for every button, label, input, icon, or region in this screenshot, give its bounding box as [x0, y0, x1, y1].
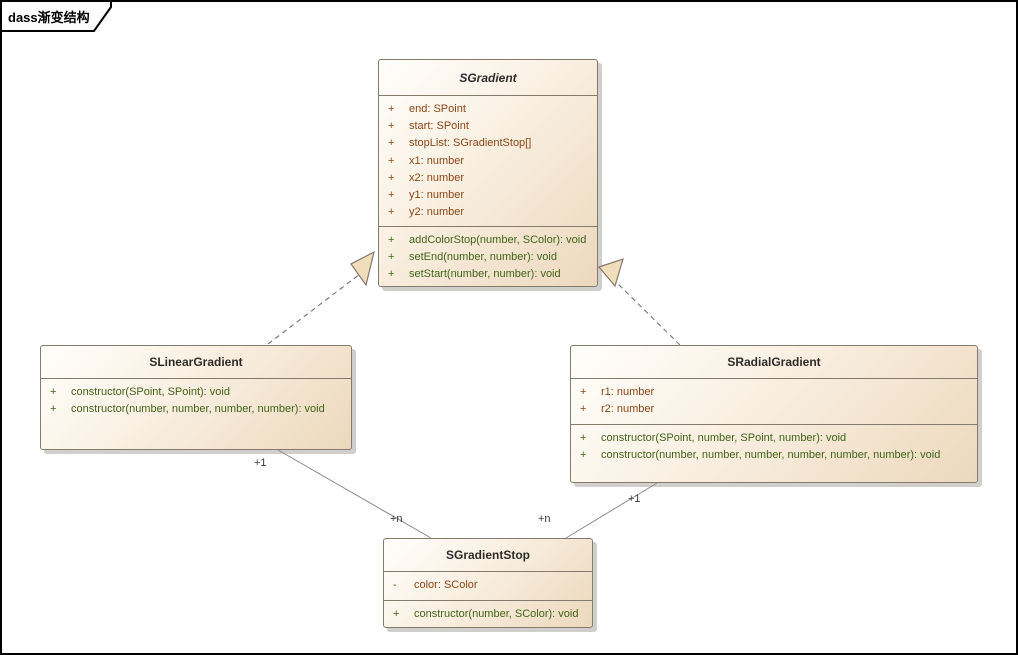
visibility-sign: + — [50, 403, 57, 416]
method-text: constructor(number, number, number, numb… — [601, 449, 941, 462]
method-row: + constructor(number, number, number, num… — [571, 447, 977, 464]
method-row: + addColorStop(number, SColor): void — [379, 232, 597, 249]
class-sradialgradient[interactable]: SRadialGradient +r1: number +r2: number … — [570, 345, 978, 483]
attribute-text: end: SPoint — [409, 103, 466, 115]
attribute-text: stopList: SGradientStop[] — [409, 137, 532, 150]
visibility-sign: + — [388, 154, 395, 167]
multiplicity-label: +1 — [254, 457, 267, 469]
method-text: constructor(SPoint, SPoint): void — [71, 386, 230, 398]
multiplicity-label: +n — [390, 513, 403, 525]
class-header: SRadialGradient — [571, 346, 977, 379]
attribute-text: color: SColor — [414, 579, 478, 591]
attribute-text: x1: number — [409, 154, 465, 167]
class-header: SLinearGradient — [41, 346, 351, 379]
attribute-row: - color: SColor — [384, 577, 592, 594]
visibility-sign: + — [388, 234, 395, 246]
generalization-arrowhead-icon — [350, 250, 375, 287]
attributes-compartment: + r1: number + r2: number — [571, 379, 977, 424]
attribute-row: + x2: number — [379, 170, 597, 187]
operations-compartment: + addColorStop(number, SColor): void + set… — [379, 226, 597, 287]
attribute-row: + end: SPoint — [379, 101, 597, 118]
visibility-sign: + — [580, 403, 587, 416]
visibility-sign: + — [580, 386, 587, 398]
visibility-sign: - — [393, 579, 397, 591]
frame-label: dass渐变结构 — [8, 10, 90, 25]
attribute-row: + start: SPoint — [379, 118, 597, 135]
visibility-sign: + — [388, 268, 395, 281]
attribute-text: r1: number — [601, 386, 655, 398]
attribute-row: + r2: number — [571, 401, 977, 418]
class-sgradientstop[interactable]: SGradientStop - color: SColor + constructo… — [383, 538, 593, 628]
method-text: constructor(number, SColor): void — [414, 608, 579, 620]
multiplicity-label: +1 — [628, 493, 641, 505]
method-row: + constructor(number, number, number, num… — [41, 401, 351, 418]
method-row: + constructor(SPoint, number, SPoint, num… — [571, 430, 977, 447]
method-text: constructor(SPoint, number, SPoint, numb… — [601, 432, 847, 444]
visibility-sign: + — [393, 608, 400, 620]
visibility-sign: + — [580, 449, 587, 462]
method-text: addColorStop(number, SColor): void — [409, 234, 587, 246]
class-sgradient[interactable]: SGradient + end: SPoint + start: SPoint + s… — [378, 59, 598, 287]
class-title: SRadialGradient — [727, 355, 821, 369]
association-slineargradient-sgradientstop[interactable] — [277, 449, 432, 539]
attributes-compartment: + end: SPoint + start: SPoint + stopList: S… — [379, 96, 597, 226]
operations-compartment: + constructor(SPoint, SPoint): void + cons… — [41, 379, 351, 450]
class-slineargradient[interactable]: SLinearGradient + constructor(SPoint, SPo… — [40, 345, 352, 450]
class-title: SLinearGradient — [149, 355, 243, 369]
attribute-row: + stopList: SGradientStop[] — [379, 135, 597, 152]
method-row: + constructor(SPoint, SPoint): void — [41, 384, 351, 401]
visibility-sign: + — [388, 137, 395, 150]
method-row: + setEnd(number, number): void — [379, 249, 597, 266]
method-text: constructor(number, number, number, numb… — [71, 403, 325, 416]
attribute-text: y1: number — [409, 189, 465, 202]
visibility-sign: + — [388, 206, 395, 219]
multiplicity-label: +n — [538, 513, 551, 525]
class-title: SGradientStop — [445, 548, 530, 562]
attribute-text: r2: number — [601, 403, 655, 416]
attribute-text: x2: number — [409, 171, 465, 184]
operations-compartment: + constructor(SPoint, number, SPoint, num… — [571, 424, 977, 483]
visibility-sign: + — [388, 251, 395, 264]
generalization-sradialgradient-sgradient[interactable] — [616, 282, 681, 346]
method-row: + constructor(number, SColor): void — [384, 606, 592, 623]
association-sradialgradient-sgradientstop[interactable] — [565, 482, 658, 539]
attribute-text: y2: number — [409, 206, 465, 219]
class-header: SGradient — [379, 60, 597, 96]
attributes-compartment: - color: SColor — [384, 572, 592, 600]
attribute-text: start: SPoint — [409, 120, 469, 133]
visibility-sign: + — [388, 103, 395, 115]
visibility-sign: + — [388, 171, 395, 184]
generalization-arrowhead-icon — [597, 258, 624, 288]
visibility-sign: + — [50, 386, 57, 398]
generalization-slineargradient-sgradient[interactable] — [267, 273, 361, 345]
method-row: + setStart(number, number): void — [379, 266, 597, 283]
attribute-row: + r1: number — [571, 384, 977, 401]
attribute-row: + x1: number — [379, 153, 597, 170]
class-header: SGradientStop — [384, 539, 592, 572]
visibility-sign: + — [388, 189, 395, 202]
visibility-sign: + — [388, 120, 395, 133]
attribute-row: + y1: number — [379, 187, 597, 204]
attribute-row: + y2: number — [379, 204, 597, 221]
visibility-sign: + — [580, 432, 587, 444]
operations-compartment: + constructor(number, SColor): void — [384, 600, 592, 627]
method-text: setEnd(number, number): void — [409, 251, 557, 264]
method-text: setStart(number, number): void — [409, 268, 561, 281]
class-title: SGradient — [459, 70, 517, 85]
